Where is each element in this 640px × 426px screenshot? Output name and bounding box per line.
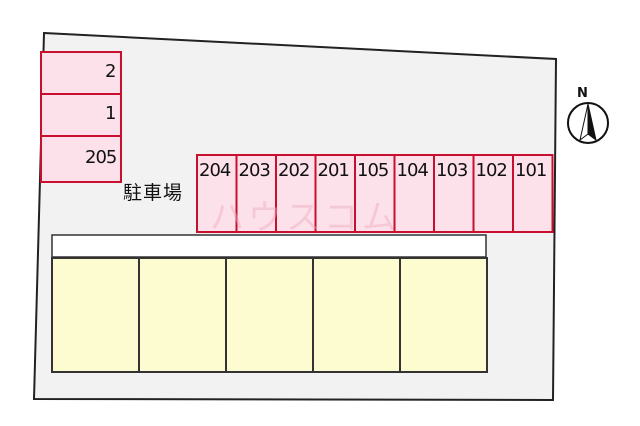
watermark: ハウスコム bbox=[210, 198, 400, 238]
parking-slot bbox=[235, 154, 277, 233]
parking-slot-label: 103 bbox=[436, 160, 468, 181]
building-unit bbox=[51, 257, 140, 373]
parking-slot bbox=[275, 154, 317, 233]
building bbox=[51, 257, 488, 373]
parking-slot-label: 205 bbox=[85, 147, 117, 168]
parking-slot bbox=[196, 154, 238, 233]
parking-slot-label: 101 bbox=[515, 160, 547, 181]
parking-slot bbox=[314, 154, 356, 233]
building-unit bbox=[225, 257, 314, 373]
building-unit bbox=[138, 257, 227, 373]
parking-slot bbox=[40, 51, 122, 95]
parking-slot bbox=[40, 135, 122, 183]
parking-slot-label: 201 bbox=[317, 160, 350, 181]
left-parking-column bbox=[40, 51, 122, 183]
parking-slot-label: 2 bbox=[105, 61, 116, 82]
parking-slot-label: 104 bbox=[396, 160, 429, 181]
parking-slot-label: 102 bbox=[475, 160, 508, 181]
parking-row bbox=[196, 154, 554, 233]
north-label: N bbox=[577, 86, 588, 101]
parking-slot-label: 105 bbox=[357, 160, 389, 181]
parking-slot bbox=[433, 154, 475, 233]
building-unit bbox=[312, 257, 401, 373]
parking-slot-label: 1 bbox=[105, 103, 116, 124]
parking-slot bbox=[512, 154, 554, 233]
parking-lot-label: 駐車場 bbox=[123, 182, 184, 204]
parking-slot-label: 202 bbox=[278, 160, 310, 181]
building-unit bbox=[399, 257, 488, 373]
parking-slot-label: 203 bbox=[238, 160, 271, 181]
north-compass-icon bbox=[567, 102, 609, 144]
parking-slot-label: 204 bbox=[199, 160, 231, 181]
